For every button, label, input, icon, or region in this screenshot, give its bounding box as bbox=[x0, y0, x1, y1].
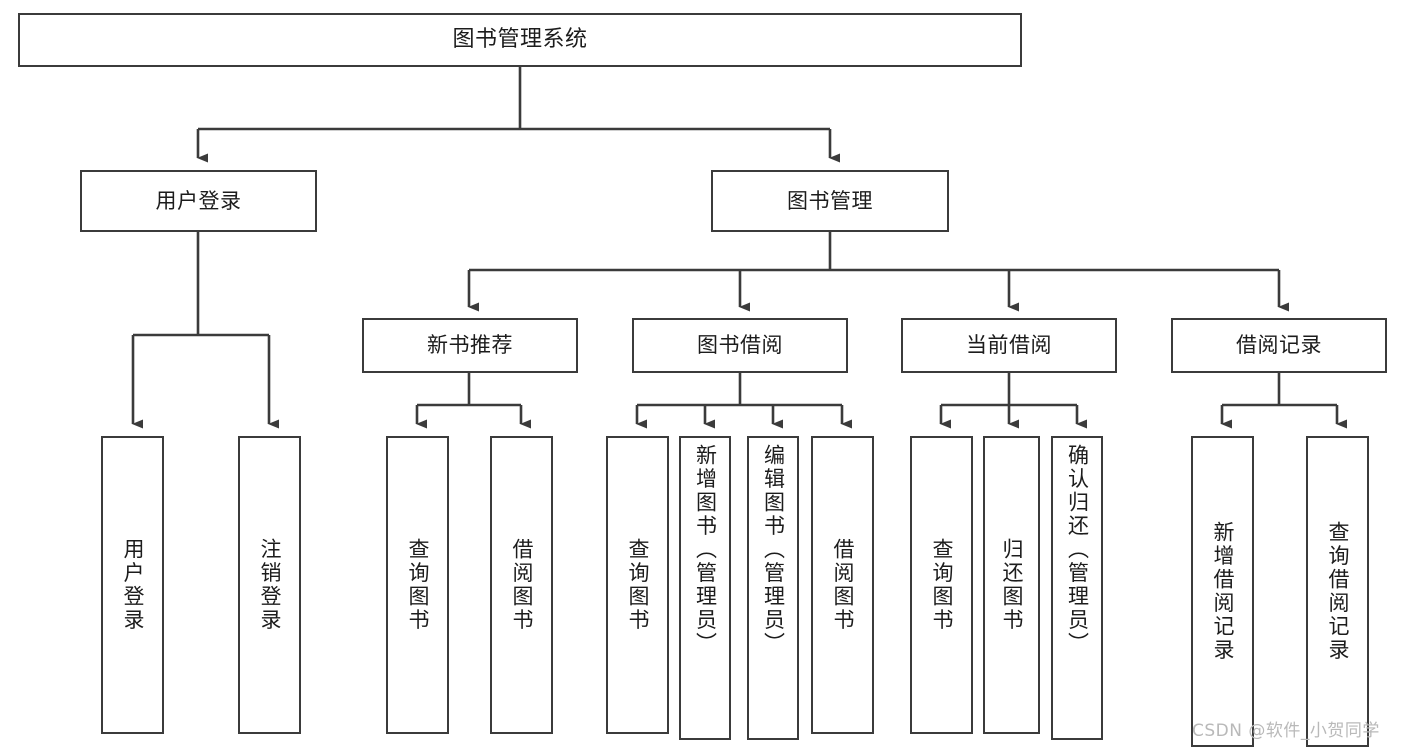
node-leaf-user-logout-label: 注销登录 bbox=[258, 538, 282, 632]
node-leaf-return-book[interactable]: 归还图书 bbox=[983, 436, 1040, 734]
node-leaf-add-record[interactable]: 新增借阅记录 bbox=[1191, 436, 1254, 747]
node-leaf-confirm-return[interactable]: 确认归还（管理员） bbox=[1051, 436, 1103, 740]
node-leaf-query-book-1-label: 查询图书 bbox=[406, 538, 430, 632]
node-leaf-confirm-return-label: 确认归还（管理员） bbox=[1065, 444, 1090, 656]
node-leaf-add-book[interactable]: 新增图书（管理员） bbox=[679, 436, 731, 740]
node-borrow-record-label: 借阅记录 bbox=[1236, 333, 1322, 358]
csdn-watermark: CSDN @软件_小贺同学 bbox=[1192, 721, 1380, 741]
node-root[interactable]: 图书管理系统 bbox=[18, 13, 1022, 67]
node-leaf-return-book-label: 归还图书 bbox=[1000, 538, 1024, 632]
node-leaf-query-book-3-label: 查询图书 bbox=[930, 538, 954, 632]
node-leaf-query-book-3[interactable]: 查询图书 bbox=[910, 436, 973, 734]
node-user-login[interactable]: 用户登录 bbox=[80, 170, 317, 232]
node-leaf-borrow-book-1[interactable]: 借阅图书 bbox=[490, 436, 553, 734]
node-book-manage-label: 图书管理 bbox=[787, 188, 873, 213]
node-leaf-query-record-label: 查询借阅记录 bbox=[1326, 521, 1350, 662]
node-leaf-add-record-label: 新增借阅记录 bbox=[1211, 521, 1235, 662]
node-leaf-borrow-book-2[interactable]: 借阅图书 bbox=[811, 436, 874, 734]
node-leaf-edit-book[interactable]: 编辑图书（管理员） bbox=[747, 436, 799, 740]
node-leaf-query-record[interactable]: 查询借阅记录 bbox=[1306, 436, 1369, 747]
node-new-book-rec-label: 新书推荐 bbox=[427, 333, 513, 358]
node-leaf-borrow-book-2-label: 借阅图书 bbox=[831, 538, 855, 632]
node-user-login-label: 用户登录 bbox=[155, 188, 242, 213]
node-borrow-record[interactable]: 借阅记录 bbox=[1171, 318, 1387, 373]
node-leaf-add-book-label: 新增图书（管理员） bbox=[693, 444, 718, 656]
node-current-borrow[interactable]: 当前借阅 bbox=[901, 318, 1117, 373]
node-book-borrow-label: 图书借阅 bbox=[697, 333, 783, 358]
node-leaf-edit-book-label: 编辑图书（管理员） bbox=[761, 444, 786, 656]
node-current-borrow-label: 当前借阅 bbox=[966, 333, 1052, 358]
node-leaf-borrow-book-1-label: 借阅图书 bbox=[510, 538, 534, 632]
node-leaf-user-logout[interactable]: 注销登录 bbox=[238, 436, 301, 734]
node-leaf-query-book-1[interactable]: 查询图书 bbox=[386, 436, 449, 734]
node-leaf-query-book-2-label: 查询图书 bbox=[626, 538, 650, 632]
node-leaf-user-login[interactable]: 用户登录 bbox=[101, 436, 164, 734]
node-new-book-rec[interactable]: 新书推荐 bbox=[362, 318, 578, 373]
node-leaf-user-login-label: 用户登录 bbox=[121, 538, 145, 632]
node-root-label: 图书管理系统 bbox=[452, 27, 588, 53]
node-book-borrow[interactable]: 图书借阅 bbox=[632, 318, 848, 373]
node-leaf-query-book-2[interactable]: 查询图书 bbox=[606, 436, 669, 734]
node-book-manage[interactable]: 图书管理 bbox=[711, 170, 949, 232]
